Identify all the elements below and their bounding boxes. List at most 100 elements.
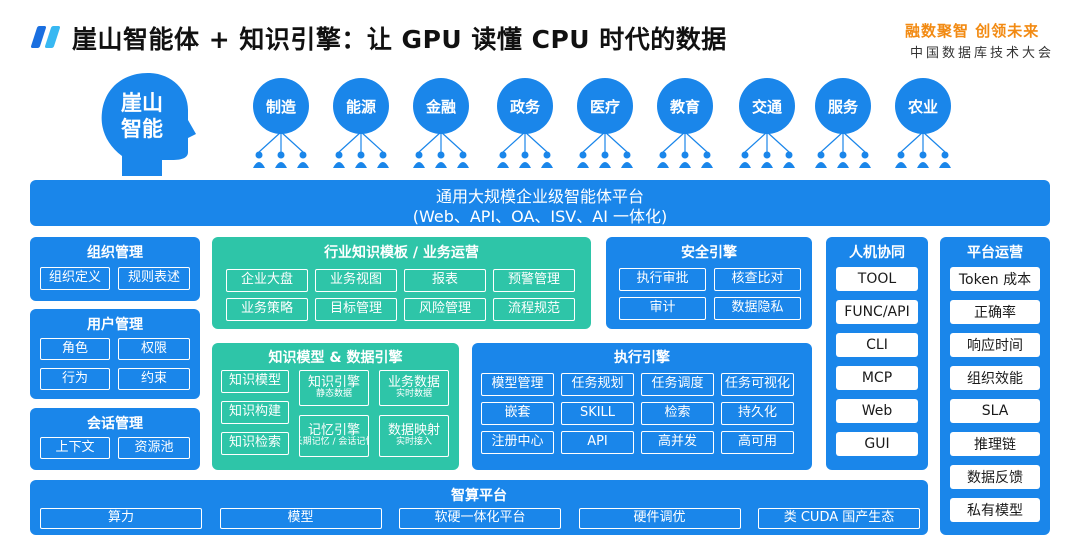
person-icon-body: [679, 162, 691, 168]
platform-title: 通用大规模企业级智能体平台: [435, 187, 644, 206]
connector-line: [360, 131, 384, 153]
execution-item: 任务调度: [641, 373, 714, 396]
person-icon-head: [763, 151, 771, 159]
person-icon-body: [333, 162, 345, 168]
person-icon-head: [357, 151, 365, 159]
person-icon-head: [703, 151, 711, 159]
industry-knowledge-item: 流程规范: [493, 298, 575, 321]
person-icon-body: [895, 162, 907, 168]
connector-line: [338, 131, 362, 153]
industry-circle: 能源: [333, 78, 389, 134]
knowledge-item: 知识检索: [221, 432, 289, 455]
operations-metric-item: 响应时间: [950, 333, 1040, 357]
person-icon-head: [415, 151, 423, 159]
person-icon-body: [739, 162, 751, 168]
person-icon-head: [543, 151, 551, 159]
person-icon-body: [701, 162, 713, 168]
person-icon-body: [859, 162, 871, 168]
security-engine-title: 安全引擎: [681, 245, 737, 261]
person-icon-body: [355, 162, 367, 168]
compute-item: 硬件调优: [578, 508, 741, 529]
person-icon-head: [817, 151, 825, 159]
person-icon-body: [917, 162, 929, 168]
memory-engine-item: 记忆引擎 长期记忆 / 会话记忆: [299, 415, 369, 457]
memory-engine-label: 记忆引擎: [307, 422, 360, 438]
person-icon-head: [255, 151, 263, 159]
connector-line: [440, 131, 464, 153]
person-icon-body: [761, 162, 773, 168]
person-icon-head: [299, 151, 307, 159]
user-item: 角色: [40, 338, 110, 360]
person-icon-head: [681, 151, 689, 159]
person-icon-head: [579, 151, 587, 159]
operations-metric-item: SLA: [950, 399, 1040, 423]
person-icon-head: [741, 151, 749, 159]
user-management-title: 用户管理: [87, 317, 143, 333]
memory-engine-sublabel: 长期记忆 / 会话记忆: [300, 437, 368, 448]
person-icon-head: [839, 151, 847, 159]
person-icon-body: [275, 162, 287, 168]
user-item: 行为: [40, 368, 110, 390]
compute-platform-title: 智算平台: [451, 488, 507, 504]
session-item: 上下文: [40, 437, 110, 459]
execution-item: 嵌套: [481, 402, 554, 425]
person-icon-body: [837, 162, 849, 168]
execution-item: 高并发: [641, 431, 714, 454]
operations-metric-item: 私有模型: [950, 498, 1040, 522]
person-icon-body: [599, 162, 611, 168]
industry-circle: 制造: [253, 78, 309, 134]
security-item: 数据隐私: [714, 297, 801, 320]
title-bar-1: [30, 26, 47, 48]
person-icon-body: [497, 162, 509, 168]
industry-knowledge-item: 预警管理: [493, 269, 575, 292]
person-icon-body: [253, 162, 265, 168]
session-item: 资源池: [118, 437, 190, 459]
person-icon-body: [577, 162, 589, 168]
person-icon-head: [919, 151, 927, 159]
person-icon-head: [941, 151, 949, 159]
collab-channel-item: CLI: [836, 333, 918, 357]
connector-line: [582, 131, 606, 153]
knowledge-item: 知识构建: [221, 401, 289, 424]
collab-channel-item: Web: [836, 399, 918, 423]
knowledge-data-engine-panel: 知识模型 & 数据引擎 知识模型 知识构建 知识检索 知识引擎 静态数据 记忆引…: [212, 343, 459, 470]
security-engine-panel: 安全引擎 执行审批 核查比对 审计 数据隐私: [606, 237, 812, 329]
person-icon-head: [521, 151, 529, 159]
person-icon-head: [379, 151, 387, 159]
business-data-sublabel: 实时数据: [395, 389, 432, 400]
industry-knowledge-item: 风险管理: [404, 298, 486, 321]
user-item: 权限: [118, 338, 190, 360]
connector-line: [280, 131, 304, 153]
industry-knowledge-item: 报表: [404, 269, 486, 292]
connector-line: [502, 131, 526, 153]
industry-knowledge-item: 目标管理: [315, 298, 397, 321]
conference-slogan: 融数聚智 创领未来: [905, 22, 1040, 40]
person-icon-head: [659, 151, 667, 159]
platform-operations-title: 平台运营: [967, 245, 1023, 261]
person-icon-head: [335, 151, 343, 159]
execution-engine-title: 执行引擎: [614, 350, 670, 366]
execution-item: 高可用: [721, 431, 794, 454]
person-icon-head: [785, 151, 793, 159]
person-icon-body: [783, 162, 795, 168]
compute-platform-panel: 智算平台 算力模型软硬一体化平台硬件调优类 CUDA 国产生态: [30, 480, 928, 535]
industry-circle: 金融: [413, 78, 469, 134]
connector-line: [900, 131, 924, 153]
security-item: 核查比对: [714, 268, 801, 291]
industry-circle: 农业: [895, 78, 951, 134]
person-icon-body: [297, 162, 309, 168]
person-icon-head: [623, 151, 631, 159]
industry-circle: 医疗: [577, 78, 633, 134]
person-icon-body: [541, 162, 553, 168]
operations-metric-item: Token 成本: [950, 267, 1040, 291]
general-agent-platform: 通用大规模企业级智能体平台 (Web、API、OA、ISV、AI 一体化): [30, 180, 1050, 226]
execution-item: SKILL: [561, 402, 634, 425]
execution-item: 任务规划: [561, 373, 634, 396]
page-title: 崖山智能体 + 知识引擎：让 GPU 读懂 CPU 时代的数据: [72, 25, 727, 54]
user-figures: [253, 131, 951, 168]
industry-circle: 政务: [497, 78, 553, 134]
person-icon-head: [459, 151, 467, 159]
